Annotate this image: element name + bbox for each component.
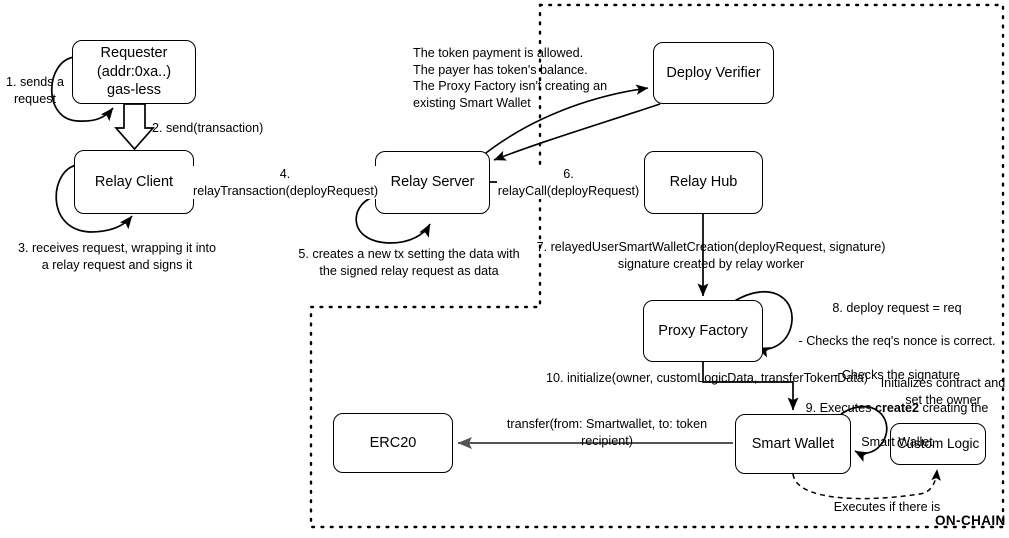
- create2-keyword: create2: [874, 401, 920, 416]
- label-step-10: 10. initialize(owner, customLogicData, t…: [546, 371, 868, 385]
- label-step-7: 7. relayedUserSmartWalletCreation(deploy…: [536, 240, 886, 271]
- edge-verifier-to-server: [493, 103, 661, 161]
- edge-proxy-factory-self: [732, 291, 793, 358]
- label-step-8-signature-line: - Checks the signature: [834, 367, 960, 382]
- on-chain-boundary: [309, 3, 1005, 529]
- node-relay-server[interactable]: Relay Server: [375, 151, 490, 214]
- node-proxy-factory[interactable]: Proxy Factory: [643, 300, 763, 362]
- label-on-chain: ON-CHAIN: [935, 513, 1006, 528]
- edge-server-to-verifier: [481, 84, 649, 157]
- edge-requester-self: [50, 56, 114, 122]
- label-step-2: 2. send(transaction): [152, 121, 264, 135]
- label-step-1: 1. sends a request: [5, 75, 65, 106]
- edge-send-transaction-block-arrow: [114, 103, 155, 151]
- label-step-8-nonce-line: - Checks the req's nonce is correct.: [798, 334, 996, 349]
- node-custom-logic[interactable]: Custom Logic: [890, 423, 986, 465]
- node-erc20[interactable]: ERC20: [333, 413, 453, 473]
- label-step-9-line: 9. Executes create2 creating the: [805, 401, 989, 416]
- node-relay-hub[interactable]: Relay Hub: [644, 151, 763, 214]
- node-relay-client[interactable]: Relay Client: [74, 150, 194, 214]
- label-step-3: 3. receives request, wrapping it into a …: [17, 241, 217, 272]
- label-step-9-wallet-line: Smart Wallet: [861, 434, 933, 449]
- edge-initialize: [702, 362, 799, 411]
- node-smart-wallet[interactable]: Smart Wallet: [735, 414, 851, 474]
- label-step-6: 6. relayCall(deployRequest): [497, 166, 640, 200]
- label-step-8-9: 8. deploy request = req - Checks the req…: [790, 283, 1004, 450]
- label-transfer: transfer(from: Smartwallet, to: token re…: [506, 417, 708, 448]
- label-initializes-note: Initializes contract and set the owner: [880, 376, 1006, 407]
- label-step-4: 4. relayTransaction(deployRequest): [193, 166, 379, 200]
- node-requester[interactable]: Requester (addr:0xa..) gas-less: [72, 40, 196, 104]
- label-executes-note: Executes if there is: [833, 500, 941, 514]
- edge-relay-client-self: [55, 164, 133, 233]
- label-deploy-verifier-note: The token payment is allowed. The payer …: [413, 46, 608, 111]
- node-deploy-verifier[interactable]: Deploy Verifier: [653, 42, 774, 104]
- edge-executes-custom-logic: [792, 469, 941, 500]
- label-step-5: 5. creates a new tx setting the data wit…: [298, 247, 520, 278]
- edge-smart-wallet-self: [840, 405, 888, 462]
- edge-relay-server-self: [355, 195, 431, 244]
- label-step-8-line: 8. deploy request = req: [832, 300, 962, 315]
